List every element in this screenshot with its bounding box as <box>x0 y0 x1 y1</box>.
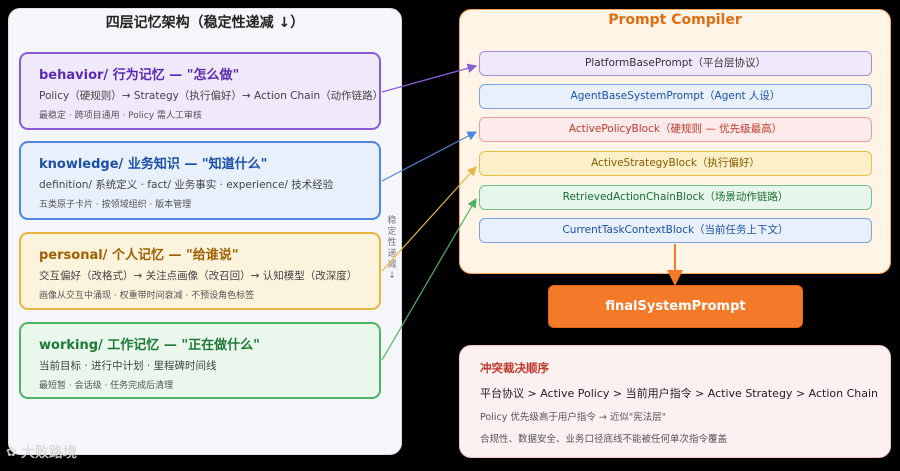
active-strategy-block: ActiveStrategyBlock（执行偏好） <box>479 151 872 176</box>
knowledge-memory-card: knowledge/ 业务知识 — "知道什么" definition/ 系统定… <box>19 141 381 220</box>
personal-memory-note: 画像从交互中涌现 · 权重带时间衰减 · 不预设角色标签 <box>39 291 255 301</box>
platform-base-prompt-block: PlatformBasePrompt（平台层协议） <box>479 51 872 76</box>
watermark: ✿ 大败路境 <box>6 442 77 462</box>
conflict-resolution-panel: 冲突裁决顺序 平台协议 > Active Policy > 当前用户指令 > A… <box>459 345 891 458</box>
working-memory-note: 最短暂 · 会话级 · 任务完成后清理 <box>39 381 174 391</box>
conflict-note-compliance: 合规性、数据安全、业务口径底线不能被任何单次指令覆盖 <box>480 434 728 445</box>
personal-memory-detail: 交互偏好（改格式）→ 关注点画像（改召回）→ 认知模型（改深度） <box>39 270 358 282</box>
prompt-compiler-title: Prompt Compiler <box>608 12 742 28</box>
personal-memory-card: personal/ 个人记忆 — "给谁说" 交互偏好（改格式）→ 关注点画像（… <box>19 232 381 310</box>
memory-architecture-title: 四层记忆架构（稳定性递减 ↓） <box>105 15 305 31</box>
working-memory-title: working/ 工作记忆 — "正在做什么" <box>39 338 260 353</box>
watermark-logo-icon: ✿ <box>6 444 17 460</box>
behavior-memory-card: behavior/ 行为记忆 — "怎么做" Policy（硬规则）→ Stra… <box>19 52 384 130</box>
working-memory-card: working/ 工作记忆 — "正在做什么" 当前目标 · 进行中计划 · 里… <box>19 322 381 399</box>
retrieved-action-chain-block: RetrievedActionChainBlock（场景动作链路） <box>479 185 872 210</box>
current-task-context-block: CurrentTaskContextBlock（当前任务上下文） <box>479 218 872 243</box>
conflict-note-policy: Policy 优先级高于用户指令 → 近似"宪法层" <box>480 412 667 423</box>
behavior-memory-note: 最稳定 · 跨项目通用 · Policy 需人工审核 <box>39 111 202 121</box>
agent-base-system-prompt-block: AgentBaseSystemPrompt（Agent 人设） <box>479 84 872 109</box>
knowledge-memory-detail: definition/ 系统定义 · fact/ 业务事实 · experien… <box>39 179 334 191</box>
watermark-text: 大败路境 <box>20 445 77 461</box>
final-system-prompt-box: finalSystemPrompt <box>548 285 803 328</box>
conflict-priority-order: 平台协议 > Active Policy > 当前用户指令 > Active S… <box>480 387 879 400</box>
active-policy-block: ActivePolicyBlock（硬规则 — 优先级最高） <box>479 117 872 142</box>
knowledge-memory-title: knowledge/ 业务知识 — "知道什么" <box>39 157 268 172</box>
behavior-memory-title: behavior/ 行为记忆 — "怎么做" <box>39 68 240 83</box>
conflict-resolution-title: 冲突裁决顺序 <box>480 361 549 375</box>
stability-decreasing-label: 稳定性递减 ↓ <box>387 216 397 281</box>
personal-memory-title: personal/ 个人记忆 — "给谁说" <box>39 248 239 263</box>
working-memory-detail: 当前目标 · 进行中计划 · 里程碑时间线 <box>39 360 217 372</box>
knowledge-memory-note: 五类原子卡片 · 按领域组织 · 版本管理 <box>39 200 192 210</box>
behavior-memory-detail: Policy（硬规则）→ Strategy（执行偏好）→ Action Chai… <box>39 90 384 102</box>
